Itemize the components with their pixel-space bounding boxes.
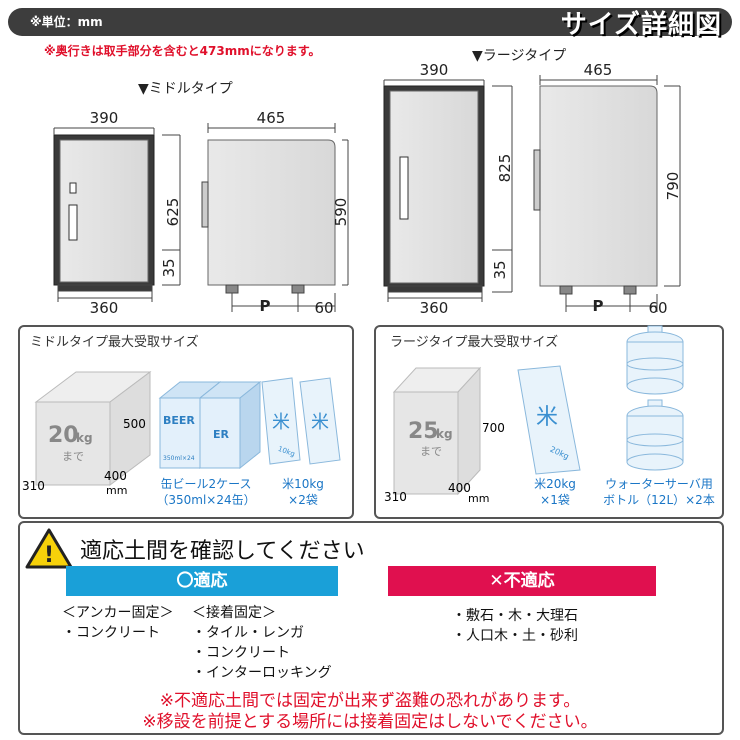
- beer-caption: 缶ビール2ケース （350ml×24缶）: [146, 476, 266, 508]
- middle-box-w-unit: mm: [106, 484, 127, 497]
- large-front-view: [383, 79, 513, 302]
- large-rice-bag-illustration: 米 20kg: [517, 365, 581, 475]
- middle-side-height: 590: [332, 198, 350, 227]
- header-bar: [8, 8, 732, 36]
- middle-side-view: [201, 123, 349, 312]
- large-rice-caption-line1: 米20kg: [534, 477, 576, 491]
- adhesive-item: ・インターロッキング: [192, 665, 332, 681]
- bottle-caption: ウォーターサーバ用 ボトル（12L）×2本: [598, 476, 720, 508]
- large-offset: 60: [648, 299, 667, 317]
- rice-kanji-1: 米: [272, 412, 290, 433]
- unsuitable-list: ・敷石・木・大理石 ・人口木・土・砂利: [452, 606, 578, 646]
- middle-box-weight-suffix: まで: [62, 450, 84, 463]
- rice-caption-line2: ×2袋: [288, 493, 318, 507]
- middle-box-weight-num: 20: [48, 423, 79, 448]
- large-box-d: 310: [384, 490, 407, 504]
- depth-note: ※奥行きは取手部分を含むと473mmになります。: [44, 44, 321, 58]
- suitable-banner: 〇適応: [66, 566, 338, 596]
- middle-offset: 60: [314, 299, 333, 317]
- large-depth: 465: [584, 61, 613, 79]
- large-height: 825: [496, 154, 514, 183]
- warning-line-2: ※移設を前提とする場所には接着固定はしないでください。: [142, 712, 598, 732]
- beer-box-small: 350ml×24: [163, 455, 195, 462]
- adhesive-item: ・コンクリート: [192, 645, 290, 661]
- middle-type-label: ▼ミドルタイプ: [138, 81, 233, 97]
- anchor-heading: ＜アンカー固定＞: [62, 605, 174, 621]
- anchor-item: ・コンクリート: [62, 625, 160, 641]
- large-capacity-title: ラージタイプ最大受取サイズ: [390, 335, 559, 350]
- middle-box-illustration: 20 kg まで 500 400 mm 310: [22, 371, 152, 497]
- rice-kanji-2: 米: [311, 412, 329, 433]
- middle-box-h: 500: [123, 417, 146, 431]
- large-leg: 35: [491, 260, 509, 279]
- middle-box-w: 400: [104, 469, 127, 483]
- middle-depth: 465: [257, 109, 286, 127]
- adhesive-heading: ＜接着固定＞: [192, 605, 276, 621]
- large-rice-caption-line2: ×1袋: [540, 493, 570, 507]
- large-side-height: 790: [664, 172, 682, 201]
- middle-leg: 35: [160, 258, 178, 277]
- adhesive-item: ・タイル・レンガ: [192, 625, 304, 641]
- large-pitch: P: [593, 297, 604, 315]
- rice-caption-line1: 米10kg: [282, 477, 324, 491]
- dimension-drawings: 390 360 625 35 465 590 P 60 390 360 825 …: [53, 61, 682, 317]
- unsuitable-item: ・人口木・土・砂利: [452, 628, 578, 644]
- middle-box-d: 310: [22, 479, 45, 493]
- middle-box-weight-unit: kg: [76, 431, 93, 445]
- rice-caption: 米10kg ×2袋: [268, 476, 338, 508]
- adhesive-list: ＜接着固定＞ ・タイル・レンガ ・コンクリート ・インターロッキング: [192, 603, 332, 683]
- bottle-caption-line2: ボトル（12L）×2本: [603, 493, 715, 507]
- large-box-weight-num: 25: [408, 419, 439, 444]
- large-box-h: 700: [482, 421, 505, 435]
- water-bottle-illustration: [626, 325, 684, 471]
- anchor-list: ＜アンカー固定＞ ・コンクリート: [62, 603, 173, 643]
- capacity-illustrations: 20 kg まで 500 400 mm 310 BEER ER 350ml×24…: [22, 325, 684, 505]
- large-side-view: [533, 75, 681, 312]
- large-rice-caption: 米20kg ×1袋: [520, 476, 590, 508]
- bottle-caption-line1: ウォーターサーバ用: [605, 477, 713, 491]
- unsuitable-banner: ✕不適応: [388, 566, 656, 596]
- warning-icon-mark: !: [44, 543, 54, 568]
- beer-box-text: BEER: [163, 414, 195, 427]
- middle-capacity-title: ミドルタイプ最大受取サイズ: [30, 335, 199, 350]
- middle-height: 625: [164, 198, 182, 227]
- page-title: サイズ詳細図: [560, 10, 722, 40]
- beer-case-illustration: BEER ER 350ml×24: [158, 380, 262, 470]
- large-type-label: ▼ラージタイプ: [472, 48, 567, 64]
- large-width-bottom: 360: [420, 299, 449, 317]
- large-box-w-unit: mm: [468, 492, 489, 505]
- warning-line-1: ※不適応土間では固定が出来ず盗難の恐れがあります。: [159, 691, 581, 711]
- warning-icon: !: [25, 528, 73, 569]
- large-box-weight-unit: kg: [436, 427, 453, 441]
- middle-pitch: P: [260, 297, 271, 315]
- large-width-top: 390: [420, 61, 449, 79]
- beer-box-text-2: ER: [213, 428, 230, 441]
- large-box-illustration: 25 kg まで 700 400 mm 310: [384, 366, 505, 505]
- notice-box: [18, 521, 724, 735]
- middle-front-view: [53, 127, 181, 302]
- unit-label: ※単位：mm: [30, 15, 103, 29]
- beer-caption-line1: 缶ビール2ケース: [160, 477, 252, 491]
- large-rice-kanji: 米: [536, 405, 558, 430]
- rice-bag-illustration: 米 米 10kg: [261, 377, 341, 465]
- large-box-w: 400: [448, 481, 471, 495]
- middle-width-bottom: 360: [90, 299, 119, 317]
- middle-width-top: 390: [90, 109, 119, 127]
- unsuitable-item: ・敷石・木・大理石: [452, 608, 578, 624]
- beer-caption-line2: （350ml×24缶）: [156, 493, 256, 507]
- notice-heading: 適応土間を確認してください: [80, 539, 365, 564]
- large-box-weight-suffix: まで: [420, 445, 442, 458]
